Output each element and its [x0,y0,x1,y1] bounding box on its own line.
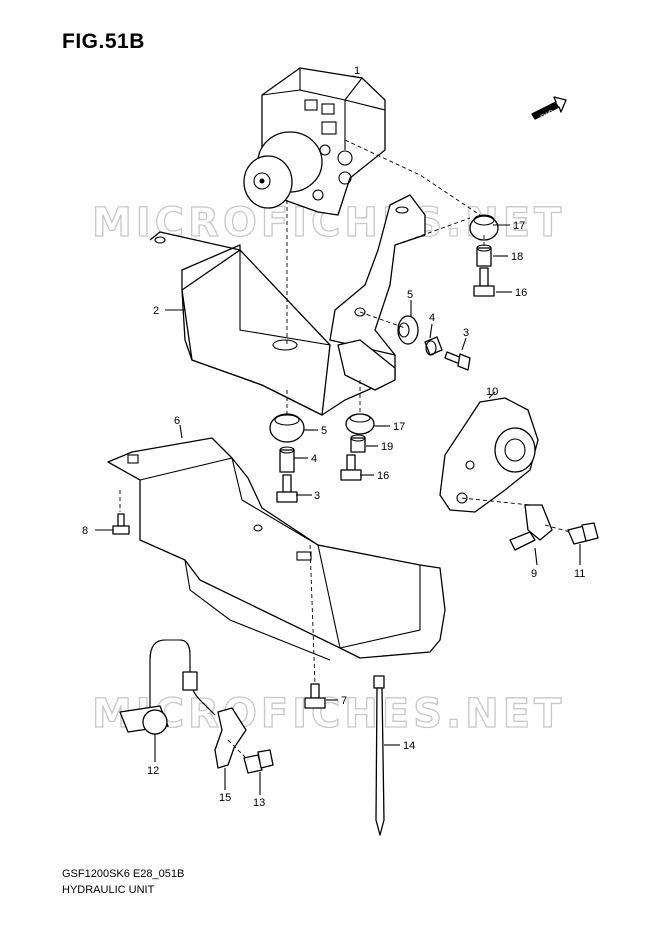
assembly-guide-lines [119,139,571,761]
callout-9: 9 [531,568,537,580]
callout-17: 17 [393,421,405,433]
callout-4: 4 [429,312,435,324]
watermark-bottom: MICROFICHES.NET [92,691,565,737]
callout-11: 11 [574,568,585,580]
bolt-part[interactable] [444,351,471,371]
brake-pipe-part[interactable] [119,639,216,735]
callout-16: 16 [515,287,527,299]
hydraulic-unit-part[interactable] [243,67,386,216]
callout-8: 8 [82,525,88,537]
callout-13: 13 [253,797,265,809]
bolt-part[interactable] [243,749,274,774]
callout-17: 17 [513,220,525,232]
callout-1: 1 [354,65,360,77]
spacer-part[interactable] [279,446,295,473]
cable-tie-part[interactable] [373,675,385,836]
grommet-part[interactable] [345,413,375,435]
grommet-part[interactable] [397,315,419,345]
callout-12: 12 [147,765,159,777]
spacer-part[interactable] [424,336,443,356]
callout-3: 3 [314,490,320,502]
pipe-clamp-part[interactable] [214,707,247,769]
clamp-part[interactable] [509,504,553,551]
callout-19: 19 [381,441,393,453]
callout-15: 15 [219,792,231,804]
callout-2: 2 [153,305,159,317]
sensor-part[interactable] [439,397,539,513]
collar-part[interactable] [476,244,492,267]
grommet-part[interactable] [269,413,305,443]
model-code: GSF1200SK6 E28_051B [62,868,185,880]
leader-lines [95,75,581,795]
callout-5: 5 [407,289,413,301]
bolt-part[interactable] [304,683,326,709]
callout-4: 4 [311,453,317,465]
bolt-part[interactable] [276,474,298,503]
callout-18: 18 [511,251,523,263]
screw-part[interactable] [112,513,130,535]
figure-title: FIG.51B [62,30,145,53]
bolt-part[interactable] [473,267,495,297]
bolt-part[interactable] [340,454,362,481]
bracket-part[interactable] [149,194,426,416]
assembly-name: HYDRAULIC UNIT [62,884,155,896]
fwd-arrow-icon: FWD [531,96,567,121]
callout-6: 6 [174,415,180,427]
callout-16: 16 [377,470,389,482]
fwd-label: FWD [540,109,556,121]
bolt-part[interactable] [567,522,599,545]
callout-10: 10 [486,386,498,398]
callout-3: 3 [463,327,469,339]
grommet-part[interactable] [469,214,499,241]
callout-5: 5 [321,425,327,437]
callout-14: 14 [403,740,415,752]
callout-7: 7 [341,695,347,707]
lower-cover-part[interactable] [107,437,446,661]
collar-part[interactable] [350,434,366,453]
